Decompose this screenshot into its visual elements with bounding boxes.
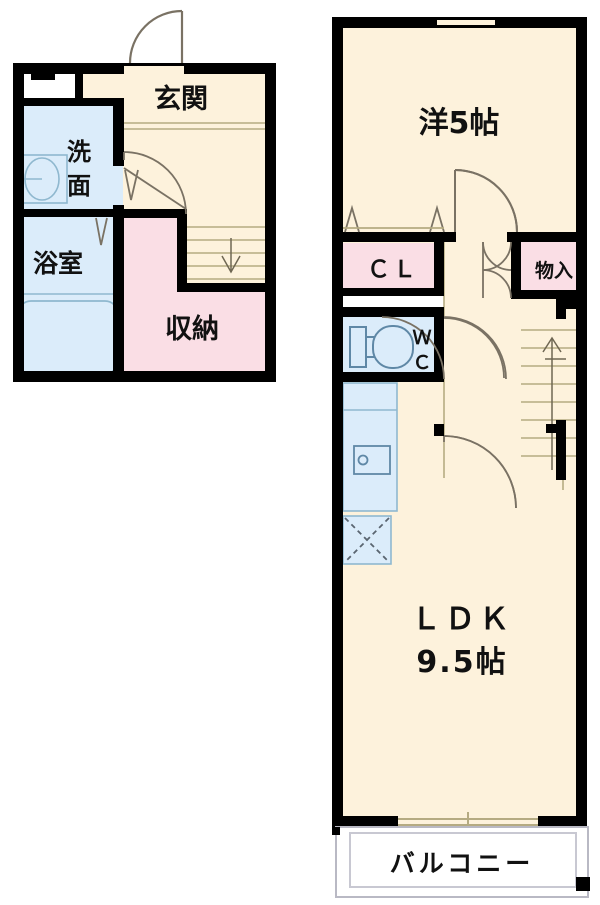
wc-door (381, 316, 507, 380)
hall-door-upper (443, 435, 517, 509)
closet-doors (343, 295, 444, 309)
room-label-wc-line1: Ｗ (412, 327, 431, 349)
upper-floor-plan: 洋5帖 ＣＬ 物入 Ｗ Ｃ ＬＤＫ 9.5帖 バルコニー (332, 17, 590, 898)
bathtub (13, 293, 123, 375)
meter-box (24, 70, 82, 98)
hall-door (123, 151, 187, 215)
room-label-ldk-line2: 9.5帖 (416, 645, 507, 680)
room-label-senmen-line1: 洗 (67, 138, 91, 166)
room-label-closet: ＣＬ (367, 257, 419, 283)
bedroom-door (454, 169, 518, 233)
room-label-wc-line2: Ｃ (412, 352, 431, 374)
room-label-genkan: 玄関 (154, 83, 208, 115)
entrance-door (128, 9, 184, 64)
room-label-monoire: 物入 (535, 259, 573, 282)
room-label-yokushitsu: 浴室 (33, 249, 83, 278)
bath-door (95, 217, 108, 246)
monoire-door (482, 241, 512, 299)
washroom-door (123, 167, 187, 210)
walls-upper (332, 17, 587, 831)
room-label-western-room: 洋5帖 (419, 106, 500, 141)
room-label-senmen-line2: 面 (67, 172, 91, 200)
room-label-ldk-line1: ＬＤＫ (411, 602, 513, 637)
stove (342, 515, 392, 565)
stairs-lower (186, 226, 276, 280)
room-label-balcony: バルコニー (390, 849, 535, 878)
vanity-sink (16, 154, 68, 204)
interior-thin-lines-lower (123, 122, 276, 130)
toilet (349, 325, 414, 369)
walls-lower (13, 63, 276, 382)
room-label-shuno: 収納 (165, 313, 219, 345)
lower-floor-plan: 玄関 洗 面 浴室 収納 (13, 9, 276, 382)
room-fill-closet (343, 243, 444, 288)
stairs-up-arrow-upper (542, 336, 566, 470)
closet-sliding-marks (343, 204, 445, 233)
stairs-up-arrow-lower (221, 238, 241, 274)
kitchen-counter (342, 382, 398, 512)
balcony (332, 826, 590, 898)
